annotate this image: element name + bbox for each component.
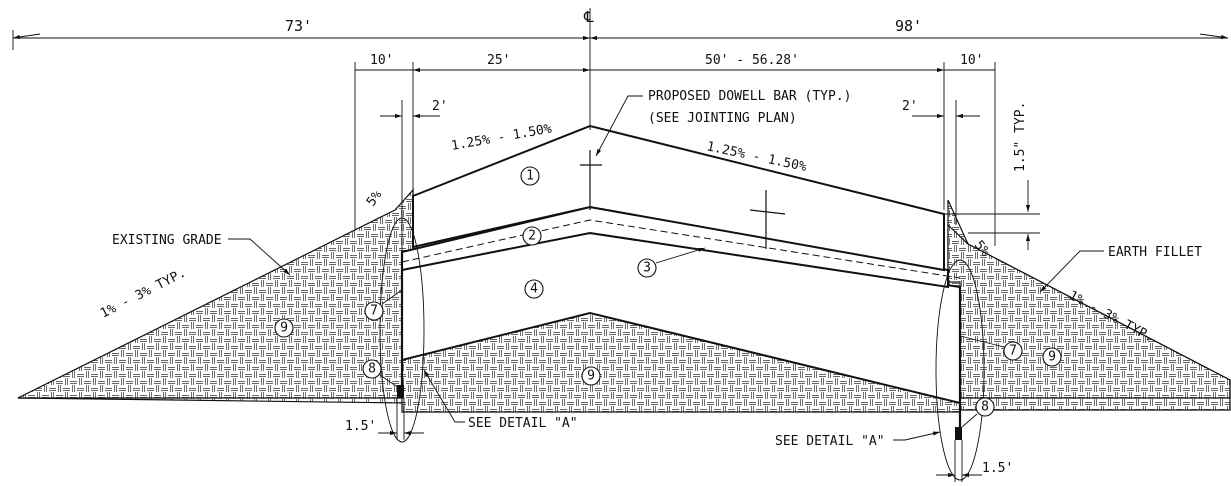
existing-grade-leader (228, 238, 291, 276)
callout-2: 2 (522, 226, 542, 246)
dowel-bar-mark-right (749, 209, 786, 215)
callout-9-center: 9 (581, 366, 601, 386)
callout-1: 1 (520, 166, 540, 186)
svg-text:4: 4 (530, 282, 538, 297)
dim-right-shoulder: 10' (960, 53, 983, 68)
dowel-leader (595, 95, 643, 157)
dim-typ-depth: 1.5" TYP. (1013, 102, 1028, 172)
svg-text:7: 7 (370, 304, 378, 319)
detail-right-leader (893, 431, 941, 441)
svg-text:9: 9 (587, 369, 595, 384)
callout-9-left: 9 (274, 318, 294, 338)
centerline-symbol: ℄ (583, 8, 594, 26)
svg-text:9: 9 (280, 321, 288, 336)
svg-text:7: 7 (1009, 344, 1017, 359)
callout-4: 4 (524, 279, 544, 299)
slope-left-side: 1% - 3% TYP. (98, 266, 188, 322)
note-dowel-line2: (SEE JOINTING PLAN) (648, 111, 797, 126)
dim-left-width: 73' (285, 17, 312, 35)
right-edge-drain (955, 427, 962, 440)
svg-text:1: 1 (526, 169, 534, 184)
note-dowel-line1: PROPOSED DOWELL BAR (TYP.) (648, 89, 852, 104)
left-embankment (17, 188, 414, 399)
left-arrow (12, 33, 41, 40)
svg-text:8: 8 (368, 362, 376, 377)
svg-text:2: 2 (528, 229, 536, 244)
slope-left-shoulder: 5% (364, 188, 385, 210)
dim-bottom-right: 1.5' (982, 461, 1013, 476)
note-detail-right: SEE DETAIL "A" (775, 434, 885, 449)
callout-8-right: 8 (961, 397, 995, 428)
svg-text:3: 3 (643, 261, 651, 276)
callout-7-left: 7 (364, 289, 403, 321)
svg-text:8: 8 (981, 400, 989, 415)
dim-right-width: 98' (895, 17, 922, 35)
dim-left-offset: 2' (432, 99, 448, 114)
callout-7-right: 7 (959, 335, 1023, 361)
layer-3-line (401, 219, 961, 279)
note-earth-fillet: EARTH FILLET (1108, 245, 1202, 260)
callout-8-left: 8 (362, 359, 397, 387)
detail-left-leader (423, 369, 465, 423)
left-edge-drain (397, 385, 404, 398)
dim-left-shoulder: 10' (370, 53, 393, 68)
right-arrow (1199, 33, 1229, 40)
note-existing-grade: EXISTING GRADE (112, 233, 222, 248)
svg-text:9: 9 (1048, 350, 1056, 365)
dim-left-pavement: 25' (487, 53, 510, 68)
callout-9-right: 9 (1042, 347, 1062, 367)
earth-fillet-leader (1039, 250, 1104, 293)
callout-3: 3 (637, 247, 706, 278)
note-detail-left: SEE DETAIL "A" (468, 416, 578, 431)
dim-right-offset: 2' (902, 99, 918, 114)
dim-bottom-left: 1.5' (345, 419, 376, 434)
dim-right-pavement: 50' - 56.28' (705, 53, 799, 68)
right-detail-ellipse (935, 259, 985, 481)
